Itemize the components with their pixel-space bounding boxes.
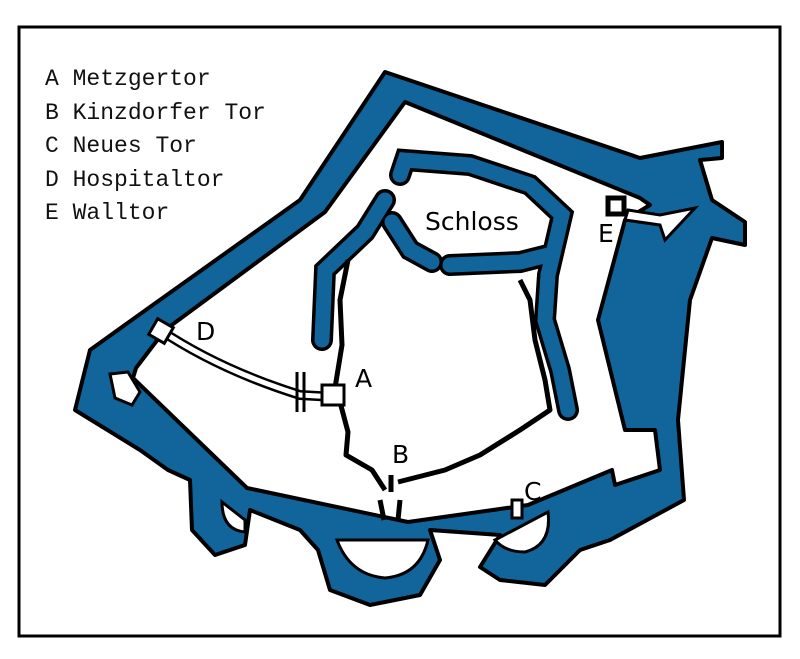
- hospitaltor-bridge-deck: [158, 327, 336, 400]
- city-wall: [332, 259, 553, 492]
- inner-moat-left: [314, 192, 440, 348]
- label-schloss: Schloss: [425, 207, 519, 236]
- bastion-notch: [108, 370, 142, 407]
- bastion-right: [492, 509, 551, 554]
- legend-item: B Kinzdorfer Tor: [45, 100, 266, 126]
- schloss-moat: [392, 152, 576, 418]
- label-c: C: [524, 477, 541, 506]
- walltor-passage: [623, 205, 700, 243]
- legend: A Metzgertor B Kinzdorfer Tor C Neues To…: [45, 66, 266, 226]
- walltor-gate: [605, 195, 627, 217]
- label-b: B: [392, 440, 409, 469]
- label-e: E: [598, 219, 614, 248]
- bastion-left: [220, 498, 247, 534]
- legend-item: A Metzgertor: [45, 66, 211, 92]
- label-d: D: [196, 317, 215, 346]
- kinzdorfer-tor-gate: [377, 475, 403, 521]
- legend-item: E Walltor: [45, 200, 169, 226]
- metzgertor-gate: [320, 383, 346, 407]
- legend-item: D Hospitaltor: [45, 167, 224, 193]
- legend-item: C Neues Tor: [45, 133, 197, 159]
- hospitaltor-gate: [146, 316, 176, 346]
- neues-tor-gate: [510, 498, 524, 520]
- metzgertor-bridge-posts: [295, 372, 306, 412]
- bastion-middle: [334, 538, 430, 580]
- label-a: A: [355, 364, 372, 393]
